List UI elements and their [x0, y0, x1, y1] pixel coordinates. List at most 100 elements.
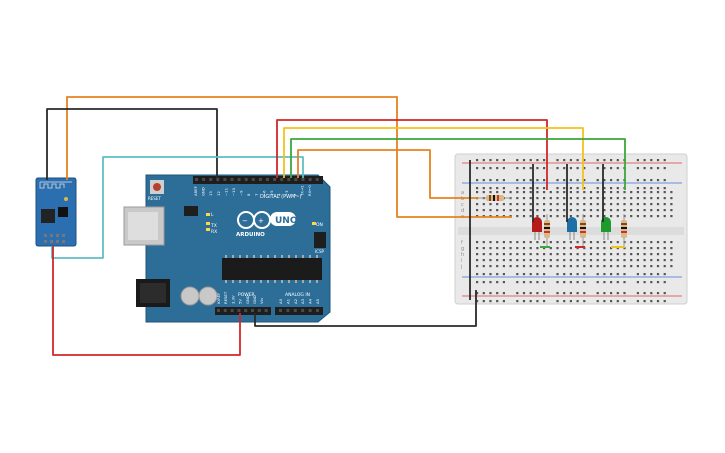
- breadboard-hole: [529, 167, 532, 170]
- header-pin: [273, 178, 277, 181]
- breadboard-hole: [643, 197, 646, 200]
- breadboard-hole: [522, 197, 526, 200]
- breadboard-hole: [650, 281, 653, 284]
- breadboard-hole: [543, 259, 546, 262]
- breadboard-hole: [576, 281, 579, 284]
- breadboard-hole: [576, 259, 579, 262]
- breadboard-hole: [650, 292, 653, 295]
- breadboard-hole: [583, 203, 586, 206]
- breadboard-hole: [563, 259, 566, 262]
- breadboard-hole: [536, 187, 539, 190]
- breadboard-hole: [476, 241, 479, 244]
- breadboard-hole: [569, 300, 572, 303]
- breadboard-hole: [656, 179, 660, 182]
- pin-label: RESET: [223, 291, 228, 304]
- breadboard-hole: [482, 247, 485, 250]
- breadboard-hole: [563, 187, 566, 190]
- rx-label: RX: [211, 229, 217, 235]
- breadboard-hole: [496, 265, 499, 268]
- breadboard-hole: [623, 273, 626, 276]
- breadboard-hole: [529, 159, 532, 162]
- led-blue: [567, 217, 577, 240]
- breadboard-hole: [516, 203, 519, 206]
- breadboard-hole: [636, 265, 639, 268]
- breadboard-hole: [596, 187, 599, 190]
- breadboard-hole: [643, 187, 646, 190]
- breadboard-hole: [489, 273, 492, 276]
- breadboard-hole: [643, 179, 646, 182]
- breadboard-hole: [556, 247, 559, 250]
- breadboard-hole: [589, 241, 593, 244]
- breadboard-hole: [569, 167, 572, 170]
- breadboard-hole: [529, 215, 532, 218]
- breadboard-hole: [596, 209, 599, 212]
- breadboard-hole: [623, 247, 626, 250]
- breadboard-hole: [563, 241, 566, 244]
- breadboard-hole: [489, 292, 492, 295]
- breadboard-hole: [616, 273, 619, 276]
- breadboard-hole: [536, 247, 539, 250]
- breadboard-hole: [489, 159, 492, 162]
- breadboard-hole: [650, 209, 653, 212]
- breadboard-row-letter: f: [461, 240, 463, 246]
- breadboard-hole: [569, 191, 572, 194]
- breadboard-hole: [563, 215, 566, 218]
- breadboard-hole: [630, 247, 633, 250]
- breadboard-hole: [630, 241, 633, 244]
- breadboard-hole: [603, 253, 606, 256]
- breadboard-hole: [482, 191, 485, 194]
- breadboard-hole: [543, 300, 546, 303]
- breadboard-hole: [529, 241, 532, 244]
- breadboard-hole: [476, 159, 479, 162]
- breadboard-hole: [556, 209, 559, 212]
- breadboard-hole: [502, 209, 505, 212]
- breadboard-hole: [549, 203, 552, 206]
- power-header-label: POWER: [238, 292, 255, 298]
- breadboard-hole: [509, 203, 512, 206]
- breadboard-hole: [536, 159, 539, 162]
- l-label: L: [211, 212, 214, 218]
- breadboard-hole: [636, 203, 639, 206]
- breadboard-hole: [569, 179, 572, 182]
- breadboard-hole: [623, 292, 626, 295]
- breadboard-hole: [663, 209, 666, 212]
- breadboard-hole: [549, 191, 552, 194]
- breadboard-hole: [516, 167, 519, 170]
- breadboard-hole: [650, 259, 653, 262]
- breadboard-hole: [616, 197, 619, 200]
- breadboard-hole: [536, 273, 539, 276]
- breadboard-hole: [556, 191, 559, 194]
- breadboard-row-letter: d: [461, 208, 464, 214]
- breadboard-hole: [576, 247, 579, 250]
- esp8266-wifi-module: [35, 177, 77, 247]
- breadboard-hole: [489, 209, 492, 212]
- breadboard-hole: [596, 273, 599, 276]
- breadboard-hole: [616, 259, 619, 262]
- breadboard-hole: [496, 179, 499, 182]
- breadboard-hole: [603, 292, 606, 295]
- breadboard-hole: [656, 159, 660, 162]
- breadboard-hole: [516, 197, 519, 200]
- breadboard-hole: [616, 179, 619, 182]
- breadboard-row-letter: g: [461, 246, 464, 252]
- header-pin: [286, 309, 290, 312]
- breadboard-hole: [603, 241, 606, 244]
- pin-label: 4: [277, 193, 282, 196]
- breadboard-hole: [616, 247, 619, 250]
- breadboard-hole: [656, 259, 660, 262]
- pin-label: A5: [315, 298, 320, 304]
- breadboard-hole: [583, 247, 586, 250]
- breadboard-hole: [650, 167, 653, 170]
- icsp-label: ICSP: [315, 249, 325, 254]
- pin-label: ~6: [261, 190, 266, 196]
- breadboard-hole: [643, 215, 646, 218]
- breadboard-hole: [549, 215, 552, 218]
- breadboard-hole: [603, 179, 606, 182]
- breadboard-hole: [543, 209, 546, 212]
- breadboard-hole: [522, 191, 526, 194]
- breadboard-hole: [502, 253, 505, 256]
- breadboard-hole: [576, 300, 579, 303]
- breadboard-hole: [656, 241, 660, 244]
- breadboard-hole: [616, 203, 619, 206]
- breadboard-hole: [476, 167, 479, 170]
